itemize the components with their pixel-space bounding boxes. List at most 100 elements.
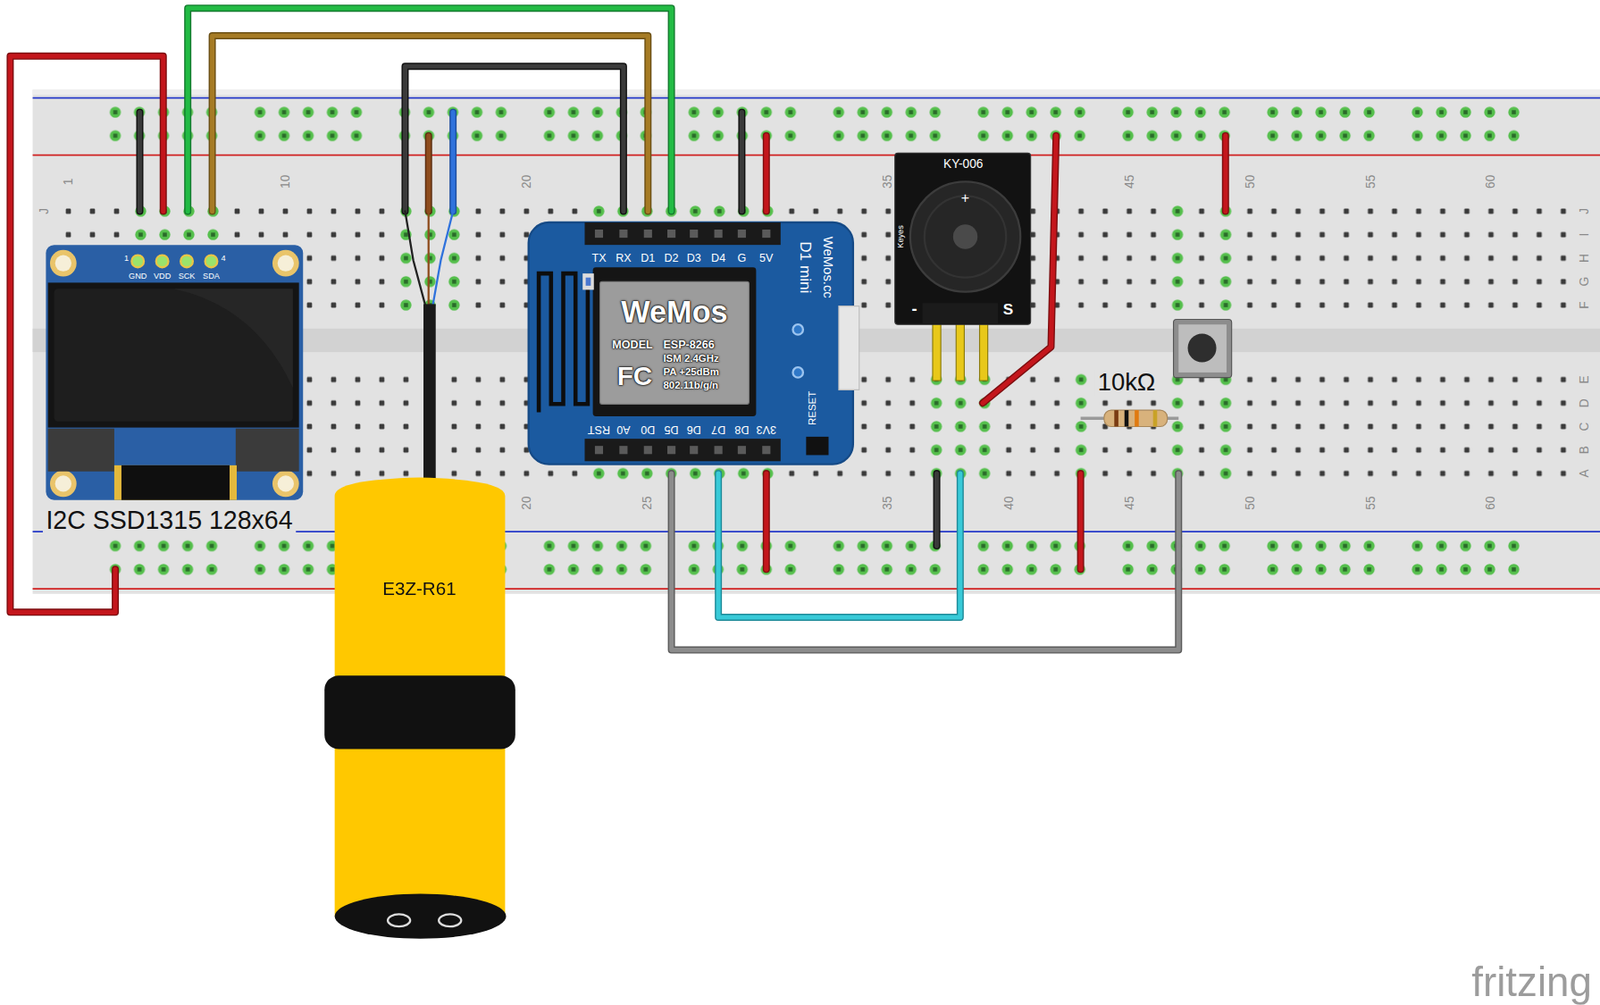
oled-module-art [50, 250, 77, 277]
board-name: D1 mini [798, 241, 814, 294]
wemos-board-art [689, 229, 698, 238]
jumper-wire [762, 473, 771, 570]
oled-module-art [45, 244, 303, 501]
column-number: 50 [1243, 175, 1257, 189]
row-letter: J [1578, 208, 1592, 215]
jumper-wire [212, 35, 649, 211]
pin-name: A0 [616, 424, 630, 436]
pin-name: D7 [711, 424, 726, 436]
jumper-wire [671, 473, 1180, 651]
jumper-wire [762, 135, 771, 212]
connected-holes [1165, 199, 1190, 317]
breadboard-body [33, 90, 1600, 595]
module-text: ESP-8266 [662, 339, 714, 352]
breadboard-holes [103, 534, 1550, 582]
breadboard-body [33, 587, 1600, 590]
column-number: 60 [1484, 175, 1498, 189]
photoelectric-sensor-art [335, 894, 507, 939]
pin-name: S [1003, 301, 1014, 318]
oled-module-art [50, 470, 77, 498]
jumper-wire [1223, 135, 1228, 212]
pin-number: 1 [124, 255, 129, 264]
jumper-wire [135, 112, 143, 212]
jumper-wire [671, 473, 1180, 651]
pin-name: VDD [153, 272, 171, 281]
pin-name: D6 [686, 424, 702, 436]
pin-name: SCK [178, 272, 196, 281]
sensor-cable [423, 303, 436, 488]
photoelectric-sensor-art [387, 913, 411, 927]
resistor-art [1134, 410, 1140, 427]
buzzer-module-art [953, 224, 978, 249]
sensor-cable [432, 210, 453, 306]
row-letter: G [1578, 276, 1592, 287]
breadboard-body [33, 90, 1600, 595]
oled-module-art [131, 255, 144, 269]
module-text: 802.11b/g/n [662, 380, 719, 391]
photoelectric-sensor-art [324, 675, 516, 749]
jumper-wire [212, 35, 649, 211]
oled-module-art [173, 288, 294, 388]
wemos-board-art [793, 367, 804, 377]
pin-name: GND [128, 272, 147, 281]
jumper-wire [426, 135, 431, 212]
resistor-art [1114, 410, 1119, 427]
connected-holes [393, 199, 467, 317]
oled-module-art [277, 475, 294, 492]
microcontroller-board: TXRXD1D2D3D4G5VD1 miniWeMos.ccWeMosMODEL… [528, 222, 854, 465]
wemos-board-art [528, 222, 854, 465]
oled-module-art [272, 250, 300, 277]
wemos-board-art [838, 306, 860, 391]
column-number: 55 [1364, 495, 1377, 510]
oled-module-art [121, 465, 230, 501]
pin-number: 4 [221, 255, 227, 264]
polarity-mark: + [961, 191, 970, 206]
buzzer-module-art [924, 195, 1006, 277]
breadboard-body [33, 90, 1600, 96]
column-number: 1 [62, 177, 76, 185]
button-label: RESET [806, 391, 817, 426]
wemos-board-art [689, 445, 698, 454]
breadboard-holes [103, 100, 1550, 149]
oled-module-art [235, 428, 300, 472]
wemos-board-art [528, 222, 860, 465]
row-letter: D [1578, 398, 1592, 408]
pin-name: 3V3 [756, 424, 777, 436]
row-letter: I [1578, 233, 1592, 237]
column-number: 45 [1123, 175, 1137, 189]
wemos-board-art [793, 324, 804, 335]
oled-module-art [45, 244, 303, 501]
oled-display-module: I2C SSD1315 128x641GNDVDDSCKSDA4 [45, 244, 303, 501]
breadboard-body [33, 97, 1600, 100]
oled-module-art [180, 255, 193, 269]
wemos-board-art [805, 436, 829, 456]
sensor-cable [404, 210, 426, 306]
wemos-board-art [594, 445, 604, 454]
module-text: PA +25dBm [662, 367, 720, 377]
jumper-wire [187, 8, 671, 211]
resistor-symbol: 10kΩ [1076, 365, 1183, 429]
sensor-cable [404, 210, 453, 488]
module-text: ISM 2.4GHz [662, 353, 719, 364]
push-button-art [1188, 334, 1217, 363]
resistor-art [1153, 410, 1158, 427]
jumper-wire [404, 66, 623, 211]
column-number: 35 [881, 495, 895, 510]
breadboard: 1102035455055602025354045505560JIHGFEDCB… [33, 90, 1600, 595]
pin-name: RX [615, 252, 631, 265]
jumper-wire [934, 473, 939, 546]
column-number: 40 [1003, 495, 1016, 510]
pin-name: SDA [202, 272, 220, 281]
row-letter: J [37, 208, 51, 215]
wemos-board-art [762, 445, 771, 454]
buzzer-module: KY-006+Keyes-S [895, 152, 1031, 327]
jumper-wire [763, 135, 769, 212]
photoelectric-sensor-art [438, 913, 461, 927]
buzzer-module-art [895, 152, 1031, 325]
connected-holes [1165, 368, 1190, 486]
pin-name: - [911, 301, 917, 318]
jumper-wire [1222, 135, 1230, 212]
column-number: 50 [1243, 495, 1257, 510]
